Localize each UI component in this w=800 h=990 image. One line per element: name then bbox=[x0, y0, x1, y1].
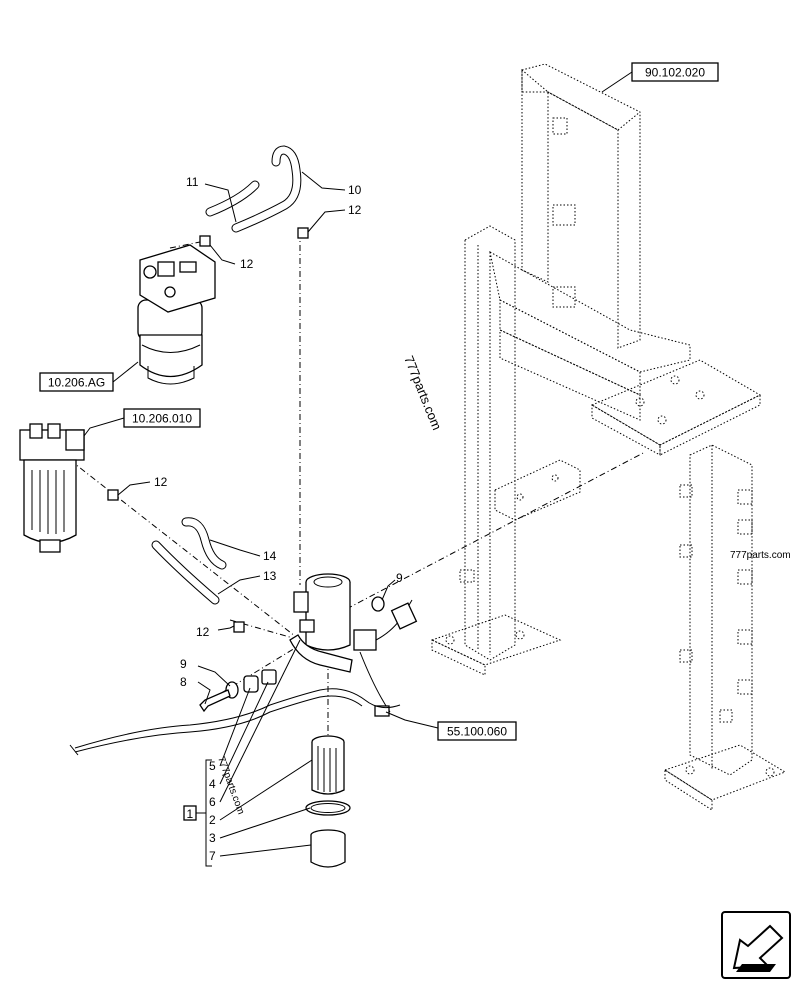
callout-14: 14 bbox=[263, 549, 277, 563]
watermark-right: 777parts.com bbox=[730, 550, 791, 561]
callout-12-top: 12 bbox=[348, 203, 362, 217]
callout-6: 6 bbox=[209, 795, 216, 809]
ref-box-55-100-060[interactable] bbox=[437, 721, 517, 741]
ref-10-206-ag[interactable]: 10.206.AG bbox=[48, 376, 105, 390]
ref-box-10-206-ag[interactable] bbox=[39, 372, 114, 392]
callout-12-left-filter: 12 bbox=[154, 475, 168, 489]
callout-10: 10 bbox=[348, 183, 362, 197]
callout-numbers: 11 10 12 12 12 14 13 12 9 9 8 5 4 6 2 3 … bbox=[154, 175, 403, 863]
callout-7: 7 bbox=[209, 849, 216, 863]
reference-boxes: 90.102.020 10.206.AG 10.206.010 55.100.0… bbox=[39, 62, 719, 741]
ref-90-102-020[interactable]: 90.102.020 bbox=[645, 66, 705, 80]
watermark-center: 777parts.com bbox=[401, 354, 444, 433]
callout-8: 8 bbox=[180, 675, 187, 689]
ref-box-90-102-020[interactable] bbox=[631, 62, 719, 82]
callout-4: 4 bbox=[209, 777, 216, 791]
callout-2: 2 bbox=[209, 813, 216, 827]
leader-lines bbox=[83, 71, 633, 857]
central-filter-head bbox=[289, 573, 418, 717]
callout-11: 11 bbox=[186, 175, 199, 189]
hoses bbox=[151, 145, 302, 605]
arrow-icon[interactable] bbox=[721, 911, 791, 979]
callout-kit-1: 1 bbox=[187, 807, 194, 821]
support-frame bbox=[430, 63, 787, 811]
kit-bracket bbox=[183, 759, 212, 867]
ref-box-10-206-010[interactable] bbox=[123, 408, 201, 428]
callout-12-upper-filter: 12 bbox=[240, 257, 254, 271]
ref-55-100-060[interactable]: 55.100.060 bbox=[447, 725, 507, 739]
callout-9-right: 9 bbox=[396, 571, 403, 585]
ref-10-206-010[interactable]: 10.206.010 bbox=[132, 412, 192, 426]
left-filter-assembly bbox=[19, 423, 85, 553]
wire-harness bbox=[69, 688, 401, 756]
kit-number-box bbox=[183, 805, 197, 821]
callout-3: 3 bbox=[209, 831, 216, 845]
filter-element-kit bbox=[305, 735, 351, 868]
callout-12-lower: 12 bbox=[196, 625, 210, 639]
fasteners bbox=[199, 596, 385, 713]
callout-5: 5 bbox=[209, 759, 216, 773]
callout-13: 13 bbox=[263, 569, 277, 583]
callout-9-left: 9 bbox=[180, 657, 187, 671]
upper-filter-assembly bbox=[137, 235, 216, 385]
watermark-bottom: 777parts.com bbox=[215, 755, 246, 816]
